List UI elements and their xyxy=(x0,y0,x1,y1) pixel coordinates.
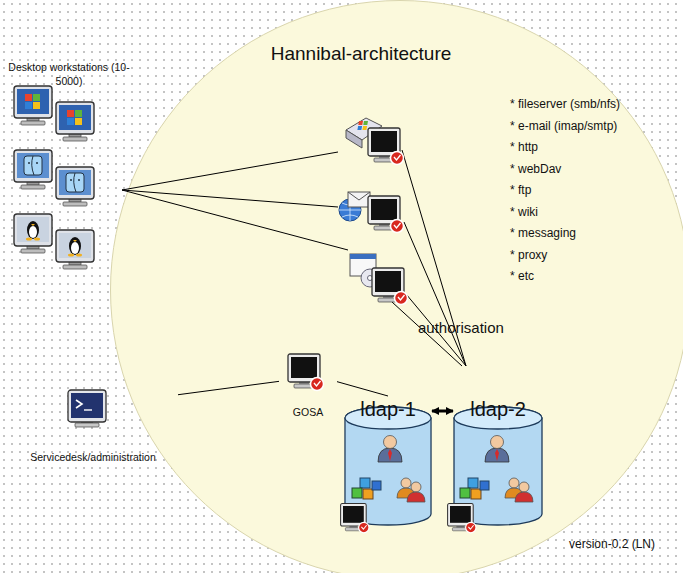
node-label: GOSA xyxy=(293,406,323,418)
service-item: * http xyxy=(510,140,538,154)
cylinder-body xyxy=(345,407,431,525)
boundary-circle: GOSA ldap-1 ldap-2 Hannibal-architecture xyxy=(110,0,683,573)
ldap-cylinder: ldap-2 xyxy=(453,396,543,526)
service-item: * fileserver (smb/nfs) xyxy=(510,97,620,111)
ldap-server-terminal xyxy=(448,504,476,533)
admin-console xyxy=(68,390,106,427)
service-item: * wiki xyxy=(510,205,538,219)
cylinder-body xyxy=(454,407,542,525)
ldap-server-terminal xyxy=(341,504,369,533)
node-label: Hannibal-architecture xyxy=(201,43,521,65)
link-line xyxy=(337,382,388,396)
group-icon xyxy=(505,478,533,502)
access-line xyxy=(122,190,338,207)
service-item: * etc xyxy=(510,269,534,283)
authorisation-lines xyxy=(392,150,466,366)
service-item: * e-mail (imap/smtp) xyxy=(510,119,617,133)
node-label: Servicedesk/administration xyxy=(30,451,155,463)
fileserver-icon xyxy=(346,118,404,165)
node-label: ldap-2 xyxy=(453,398,543,421)
access-lines xyxy=(122,152,348,250)
windows-desktop xyxy=(14,86,52,125)
user-icon xyxy=(485,436,509,463)
user-icon xyxy=(378,436,402,463)
service-item: * webDav xyxy=(510,162,561,176)
gosa-server: GOSA xyxy=(279,353,337,418)
version-note: version-0.2 (LN) xyxy=(569,537,655,551)
objects-icon xyxy=(460,478,489,499)
auth-line xyxy=(402,150,466,366)
admin-terminal: Servicedesk/administration xyxy=(8,385,178,463)
workstation-group: Desktop workstations (10-5000) xyxy=(8,60,130,275)
replication-arrow xyxy=(432,410,453,413)
linux-desktop xyxy=(56,230,94,269)
webserver-icon xyxy=(350,254,408,305)
node-label: ldap-1 xyxy=(344,398,432,421)
windows-desktop xyxy=(56,102,94,141)
node-label: Desktop workstations (10-5000) xyxy=(8,60,130,88)
access-line xyxy=(122,152,338,190)
mac-desktop xyxy=(14,150,52,189)
service-item: * messaging xyxy=(510,226,576,240)
flow-label: authorisation xyxy=(418,319,504,336)
mac-desktop xyxy=(56,167,94,206)
service-item: * proxy xyxy=(510,248,547,262)
group-icon xyxy=(397,478,425,502)
auth-line xyxy=(392,302,462,366)
auth-line xyxy=(404,222,466,366)
objects-icon xyxy=(352,478,381,499)
linux-desktop xyxy=(14,214,52,253)
ldap-cylinder: ldap-1 xyxy=(344,396,432,526)
mailserver-icon xyxy=(339,192,404,233)
link-line xyxy=(178,381,279,394)
gosa-terminal xyxy=(288,354,324,391)
service-item: * ftp xyxy=(510,183,531,197)
access-line xyxy=(122,190,348,250)
auth-line xyxy=(406,294,466,366)
